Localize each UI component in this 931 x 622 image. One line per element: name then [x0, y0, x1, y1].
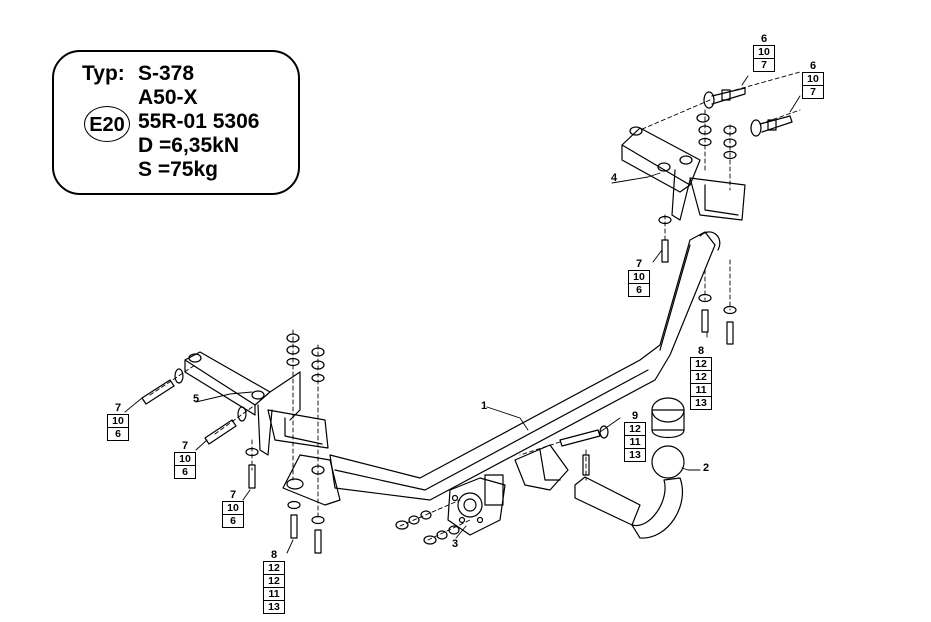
- stack-cell: 10: [753, 45, 775, 59]
- stack-cell: 11: [263, 588, 285, 601]
- approval-mark-circle: E20: [84, 106, 130, 142]
- stack-top: 6: [809, 60, 817, 72]
- callout-leaders: [124, 75, 801, 554]
- hardware-stack-left-1: 7 10 6: [107, 402, 129, 441]
- s-value: S =75kg: [138, 158, 218, 181]
- stack-top: 7: [181, 440, 189, 452]
- typ-label: Typ:: [82, 62, 125, 85]
- stack-cell: 10: [222, 501, 244, 515]
- model-number: S-378: [138, 62, 195, 85]
- stack-cell: 12: [263, 575, 285, 588]
- hardware-stack-bottom-left: 8 12 12 11 13: [263, 549, 285, 614]
- stack-cell: 6: [174, 466, 196, 479]
- ball-neck: [574, 397, 685, 539]
- hardware-stack-left-2: 7 10 6: [174, 440, 196, 479]
- callout-part-3: 3: [452, 538, 459, 550]
- approval-number: 55R-01 5306: [138, 110, 260, 133]
- stack-cell: 7: [753, 59, 775, 72]
- stack-top: 9: [631, 410, 639, 422]
- stack-cell: 12: [690, 357, 712, 371]
- socket-plate: [447, 474, 506, 536]
- stack-cell: 13: [263, 601, 285, 614]
- stack-cell: 10: [174, 452, 196, 466]
- stack-cell: 12: [263, 561, 285, 575]
- stack-top: 8: [697, 345, 705, 357]
- stack-cell: 13: [690, 397, 712, 410]
- stack-cell: 7: [802, 86, 824, 99]
- stack-cell: 13: [624, 449, 646, 462]
- callout-part-1: 1: [481, 400, 488, 412]
- stack-cell: 12: [624, 422, 646, 436]
- stack-top: 7: [635, 258, 643, 270]
- hardware-stack-top-left: 6 10 7: [753, 33, 775, 72]
- neck-holder: [514, 444, 569, 491]
- hardware-stack-left-3: 7 10 6: [222, 489, 244, 528]
- callout-part-4: 4: [611, 172, 618, 184]
- hardware-stack-top-right: 6 10 7: [802, 60, 824, 99]
- stack-cell: 10: [802, 72, 824, 86]
- stack-top: 7: [114, 402, 122, 414]
- right-bracket: [621, 126, 746, 221]
- stack-top: 8: [270, 549, 278, 561]
- vehicle-code: A50-X: [138, 86, 198, 109]
- stack-cell: 11: [624, 436, 646, 449]
- left-bracket: [184, 351, 329, 456]
- stack-cell: 10: [628, 270, 650, 284]
- fasteners-socket: [395, 425, 609, 545]
- callout-part-5: 5: [193, 393, 200, 405]
- stack-top: 7: [229, 489, 237, 501]
- specification-box: [52, 50, 300, 195]
- fasteners-right-top: [658, 87, 793, 345]
- stack-top: 6: [760, 33, 768, 45]
- assembly-lines: [149, 71, 801, 541]
- callout-part-2: 2: [703, 462, 710, 474]
- hardware-stack-right-bolts: 8 12 12 11 13: [690, 345, 712, 410]
- hardware-stack-mid-right: 7 10 6: [628, 258, 650, 297]
- stack-cell: 6: [628, 284, 650, 297]
- hardware-stack-center-bolt: 9 12 11 13: [624, 410, 646, 462]
- stack-cell: 6: [222, 515, 244, 528]
- d-value: D =6,35kN: [138, 134, 239, 157]
- stack-cell: 12: [690, 371, 712, 384]
- stack-cell: 10: [107, 414, 129, 428]
- stack-cell: 6: [107, 428, 129, 441]
- main-crossbar: [329, 231, 721, 501]
- stack-cell: 11: [690, 384, 712, 397]
